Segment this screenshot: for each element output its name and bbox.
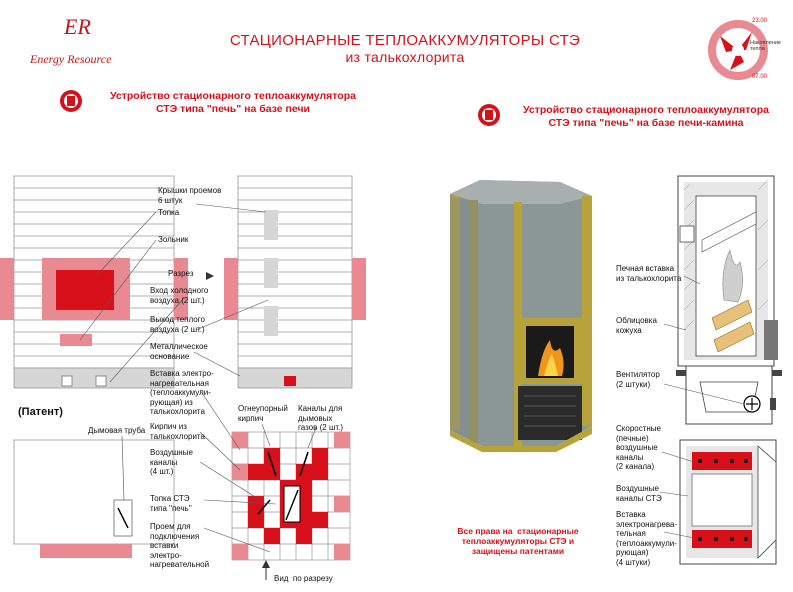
fan-section [676,365,782,425]
label-firebox: Топка [158,208,180,217]
page-title-line2: из талькохлорита [345,49,465,65]
brand-logo: ER Energy Resource [30,14,140,70]
chimney-view [13,435,175,558]
label-air-channels: Воздушные каналы (4 шт.) [150,448,193,476]
label-covers: Крышки проемов 6 штук [158,186,222,205]
emblem-bottom-time: 07.00 [752,74,768,80]
left-heading-line1: Устройство стационарного теплоаккумулято… [110,90,356,102]
plan-view [679,439,777,565]
right-section-heading: Устройство стационарного теплоаккумулято… [478,100,788,132]
right-heading-line2: СТЭ типа "печь" на базе печи-камина [548,117,744,129]
brand-name: Energy Resource [30,52,112,66]
side-view-stove [237,175,353,369]
label-fast-channels: Скоростные (печные) воздушные каналы (2 … [616,424,661,471]
firebox-door [56,270,114,310]
label-stove-insert: Печная вставка из талькохлорита [616,264,682,283]
stove-icon [478,104,500,126]
rights-notice: Все права на стационарные теплоаккумулят… [457,526,579,556]
label-brick: Кирпич из талькохлорита [150,422,205,441]
page-title-line1: СТАЦИОНАРНЫЕ ТЕПЛОАККУМУЛЯТОРЫ СТЭ [229,32,581,49]
label-casing: Облицовка кожуха [616,316,657,335]
label-cold-air: Вход холодного воздуха (2 шт.) [150,286,209,305]
label-refractory: Огнеупорный кирпич [238,404,288,423]
emblem-top-time: 23.00 [752,18,768,24]
label-section: Разрез [168,269,194,278]
label-air-channels-ste: Воздушные каналы СТЭ [616,484,662,503]
label-insert: Вставка электро- нагревательная (теплоак… [150,369,214,416]
label-chimney: Дымовая труба [88,426,146,435]
brand-monogram: ER [64,14,91,39]
label-ashpit: Зольник [158,235,189,244]
label-view: Вид по разрезу [274,574,333,583]
label-smoke-channels: Каналы для дымовых газов (2 шт.) [298,404,344,432]
side-tab-left [0,258,14,320]
label-warm-air: Выход теплого воздуха (2 шт.) [150,315,205,334]
left-heading-line2: СТЭ типа "печь" на базе печи [155,103,311,115]
emblem-center-text: Накопление тепла [750,40,781,52]
label-firebox-ste: Топка СТЭ типа "печь" [150,494,192,513]
ashpit-door [60,334,92,346]
side-tab-right [174,258,188,320]
label-fan: Вентилятор (2 штуки) [616,370,660,389]
patent-note: (Патент) [18,406,63,418]
stove-icon [60,90,82,112]
page-title: СТАЦИОНАРНЫЕ ТЕПЛОАККУМУЛЯТОРЫ СТЭ из та… [200,32,610,65]
heat-accumulation-emblem: 23.00 Накопление тепла 07.00 [700,18,781,82]
label-metal-base: Металлическое основание [150,342,208,361]
metal-base-front [13,367,175,389]
right-heading-line1: Устройство стационарного теплоаккумулято… [523,104,769,116]
stove-section-view [677,175,778,367]
left-section-heading: Устройство стационарного теплоаккумулято… [60,86,380,118]
label-electric-insert: Вставка электронагрева- тельная (теплоак… [616,510,678,567]
label-opening: Проем для подключения вставки электро- н… [150,522,210,569]
